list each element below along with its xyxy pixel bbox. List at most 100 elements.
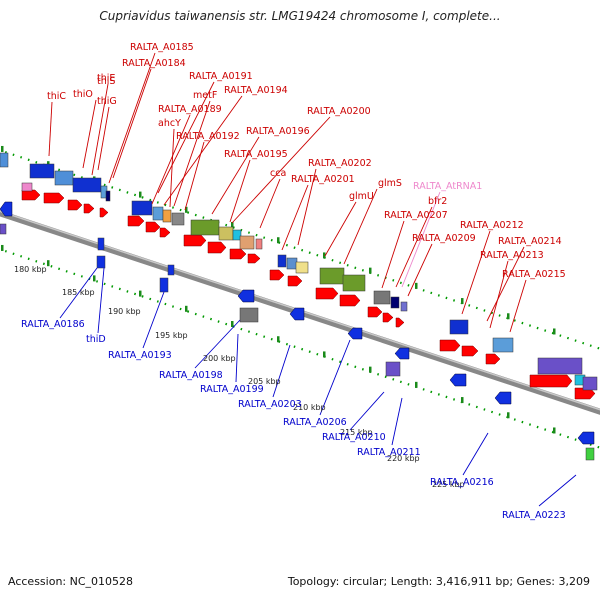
forward-gene-label[interactable]: RALTA_A0212 bbox=[460, 220, 524, 231]
forward-gene-arrow[interactable] bbox=[229, 248, 247, 260]
reverse-gene-label[interactable]: RALTA_A0216 bbox=[430, 477, 494, 488]
reverse-gene-arrow[interactable] bbox=[347, 327, 363, 340]
forward-gene-label[interactable]: thiS bbox=[97, 76, 115, 87]
reverse-gene-label[interactable]: RALTA_A0198 bbox=[159, 370, 223, 381]
gene-box[interactable] bbox=[162, 209, 172, 223]
reverse-gene-label[interactable]: RALTA_A0206 bbox=[283, 417, 347, 428]
forward-gene-label[interactable]: RALTA_A0195 bbox=[224, 149, 288, 160]
reverse-gene-arrow[interactable] bbox=[449, 373, 467, 387]
forward-gene-label[interactable]: RALTA_A0201 bbox=[291, 174, 355, 185]
forward-gene-label[interactable]: RALTA_A0185 bbox=[130, 42, 194, 53]
forward-gene-label[interactable]: RALTA_A0184 bbox=[122, 58, 186, 69]
gene-box[interactable] bbox=[582, 376, 598, 391]
forward-gene-arrow[interactable] bbox=[461, 345, 479, 357]
forward-gene-arrow[interactable] bbox=[67, 199, 83, 211]
forward-gene-label[interactable]: RALTA_A0207 bbox=[384, 210, 448, 221]
forward-gene-label[interactable]: RALTA_A0192 bbox=[176, 131, 240, 142]
forward-gene-arrow[interactable] bbox=[269, 269, 285, 281]
forward-gene-arrow[interactable] bbox=[529, 374, 573, 388]
gene-box[interactable] bbox=[0, 223, 7, 235]
gene-box[interactable] bbox=[295, 261, 309, 274]
forward-gene-arrow[interactable] bbox=[287, 275, 303, 287]
forward-gene-label[interactable]: metF bbox=[193, 90, 217, 101]
forward-gene-label[interactable]: thiG bbox=[97, 96, 117, 107]
gene-box[interactable] bbox=[72, 177, 102, 193]
gene-box[interactable] bbox=[190, 219, 220, 236]
gene-box[interactable] bbox=[286, 257, 298, 270]
gene-box[interactable] bbox=[277, 254, 287, 268]
forward-gene-label[interactable]: glmU bbox=[349, 191, 374, 202]
reverse-gene-arrow[interactable] bbox=[494, 391, 512, 405]
forward-gene-arrow[interactable] bbox=[367, 306, 383, 318]
gene-box[interactable] bbox=[342, 274, 366, 292]
gene-box[interactable] bbox=[390, 296, 400, 309]
forward-gene-label[interactable]: ahcY bbox=[158, 118, 181, 129]
gene-box[interactable] bbox=[152, 206, 164, 221]
reverse-gene-arrow[interactable] bbox=[394, 347, 410, 360]
forward-gene-label[interactable]: RALTA_A0213 bbox=[480, 250, 544, 261]
reverse-gene-label[interactable]: thiD bbox=[86, 334, 106, 345]
gene-box[interactable] bbox=[54, 170, 74, 186]
gene-box[interactable] bbox=[0, 152, 9, 168]
gene-box[interactable] bbox=[29, 163, 55, 179]
forward-gene-arrow[interactable] bbox=[43, 192, 65, 204]
forward-gene-arrow[interactable] bbox=[382, 312, 394, 323]
gene-box[interactable] bbox=[537, 357, 583, 375]
forward-gene-arrow[interactable] bbox=[315, 287, 339, 300]
forward-gene-arrow[interactable] bbox=[127, 215, 145, 227]
gene-box[interactable] bbox=[255, 238, 263, 250]
reverse-gene-label[interactable]: RALTA_A0199 bbox=[200, 384, 264, 395]
forward-gene-arrow[interactable] bbox=[183, 234, 207, 247]
forward-gene-arrow[interactable] bbox=[99, 207, 109, 218]
gene-box[interactable] bbox=[449, 319, 469, 335]
forward-gene-arrow[interactable] bbox=[485, 353, 501, 365]
gene-box[interactable] bbox=[167, 264, 175, 276]
forward-gene-label[interactable]: RALTA_A0214 bbox=[498, 236, 562, 247]
gene-box[interactable] bbox=[239, 307, 259, 323]
forward-gene-label[interactable]: RALTA_A0189 bbox=[158, 104, 222, 115]
forward-gene-arrow[interactable] bbox=[207, 241, 227, 254]
forward-gene-label[interactable]: RALTA_A0209 bbox=[412, 233, 476, 244]
forward-gene-label[interactable]: RALTA_A0200 bbox=[307, 106, 371, 117]
reverse-gene-label[interactable]: RALTA_A0193 bbox=[108, 350, 172, 361]
gene-box[interactable] bbox=[96, 255, 106, 269]
forward-gene-label[interactable]: RALTA_A0215 bbox=[502, 269, 566, 280]
forward-gene-arrow[interactable] bbox=[21, 189, 41, 201]
reverse-gene-arrow[interactable] bbox=[289, 307, 305, 321]
gene-box[interactable] bbox=[131, 200, 153, 216]
gene-box[interactable] bbox=[373, 290, 391, 305]
forward-gene-arrow[interactable] bbox=[83, 203, 95, 214]
forward-gene-label[interactable]: RALTA_A0196 bbox=[246, 126, 310, 137]
gene-box[interactable] bbox=[218, 226, 234, 241]
gene-box[interactable] bbox=[232, 229, 242, 241]
reverse-gene-label[interactable]: RALTA_A0211 bbox=[357, 447, 421, 458]
forward-gene-label[interactable]: RALTA_A0202 bbox=[308, 158, 372, 169]
gene-box[interactable] bbox=[97, 237, 105, 251]
reverse-gene-label[interactable]: RALTA_A0223 bbox=[502, 510, 566, 521]
gene-box[interactable] bbox=[159, 277, 169, 293]
forward-gene-arrow[interactable] bbox=[159, 227, 171, 238]
rna-gene-label[interactable]: RALTA_AtRNA1 bbox=[413, 181, 482, 192]
forward-gene-label[interactable]: cca bbox=[270, 168, 286, 179]
reverse-gene-label[interactable]: RALTA_A0203 bbox=[238, 399, 302, 410]
forward-gene-arrow[interactable] bbox=[395, 317, 405, 328]
forward-gene-arrow[interactable] bbox=[145, 221, 161, 233]
forward-gene-label[interactable]: bfr2 bbox=[428, 196, 447, 207]
gene-box[interactable] bbox=[585, 447, 595, 461]
gene-box[interactable] bbox=[400, 301, 408, 312]
forward-gene-label[interactable]: RALTA_A0191 bbox=[189, 71, 253, 82]
gene-box[interactable] bbox=[492, 337, 514, 353]
reverse-gene-arrow[interactable] bbox=[237, 289, 255, 303]
gene-box[interactable] bbox=[385, 361, 401, 377]
forward-gene-label[interactable]: thiC bbox=[47, 91, 66, 102]
gene-box[interactable] bbox=[105, 190, 111, 202]
reverse-gene-label[interactable]: RALTA_A0186 bbox=[21, 319, 85, 330]
forward-gene-arrow[interactable] bbox=[439, 339, 461, 352]
reverse-gene-label[interactable]: RALTA_A0210 bbox=[322, 432, 386, 443]
reverse-gene-arrow[interactable] bbox=[577, 431, 595, 445]
forward-gene-arrow[interactable] bbox=[247, 253, 261, 264]
forward-gene-label[interactable]: thiE bbox=[97, 73, 115, 84]
forward-gene-label[interactable]: thiO bbox=[73, 89, 93, 100]
reverse-gene-arrow[interactable] bbox=[0, 201, 13, 217]
forward-gene-label[interactable]: RALTA_A0194 bbox=[224, 85, 288, 96]
